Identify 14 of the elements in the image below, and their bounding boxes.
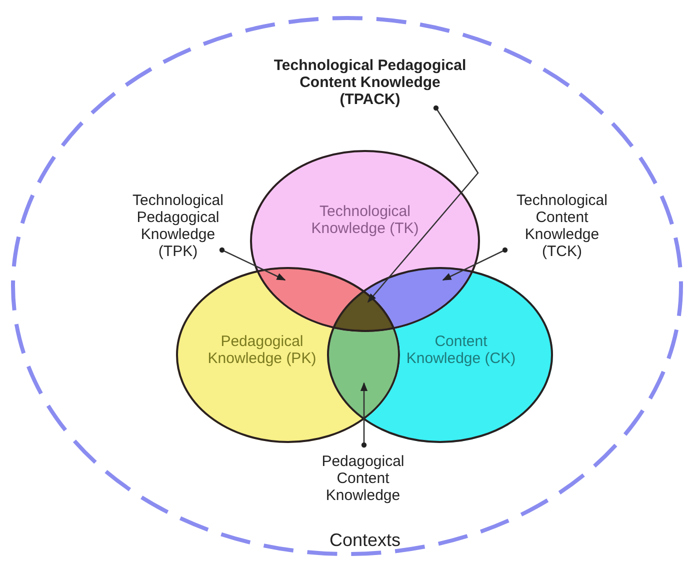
callout-text: Technological Content Knowledge (TCK) xyxy=(516,192,608,260)
circle-label: Content Knowledge (CK) xyxy=(406,333,516,367)
leader-line xyxy=(219,247,286,281)
knowledge-circle xyxy=(327,267,553,443)
circle-label: Technological Knowledge (TK) xyxy=(310,203,420,237)
callout-text: Pedagogical Content Knowledge xyxy=(320,453,406,504)
contexts-ellipse xyxy=(11,16,683,556)
leader-line xyxy=(360,382,368,448)
leader-line xyxy=(442,247,508,281)
callout-text: Technological Pedagogical Knowledge (TPK) xyxy=(132,192,224,260)
leader-line xyxy=(367,105,479,303)
circle-label: Pedagogical Knowledge (PK) xyxy=(206,333,318,367)
contexts-label: Contexts xyxy=(328,530,402,550)
callout-text: Technological Pedagogical Content Knowledge (TPACK) xyxy=(272,57,468,108)
